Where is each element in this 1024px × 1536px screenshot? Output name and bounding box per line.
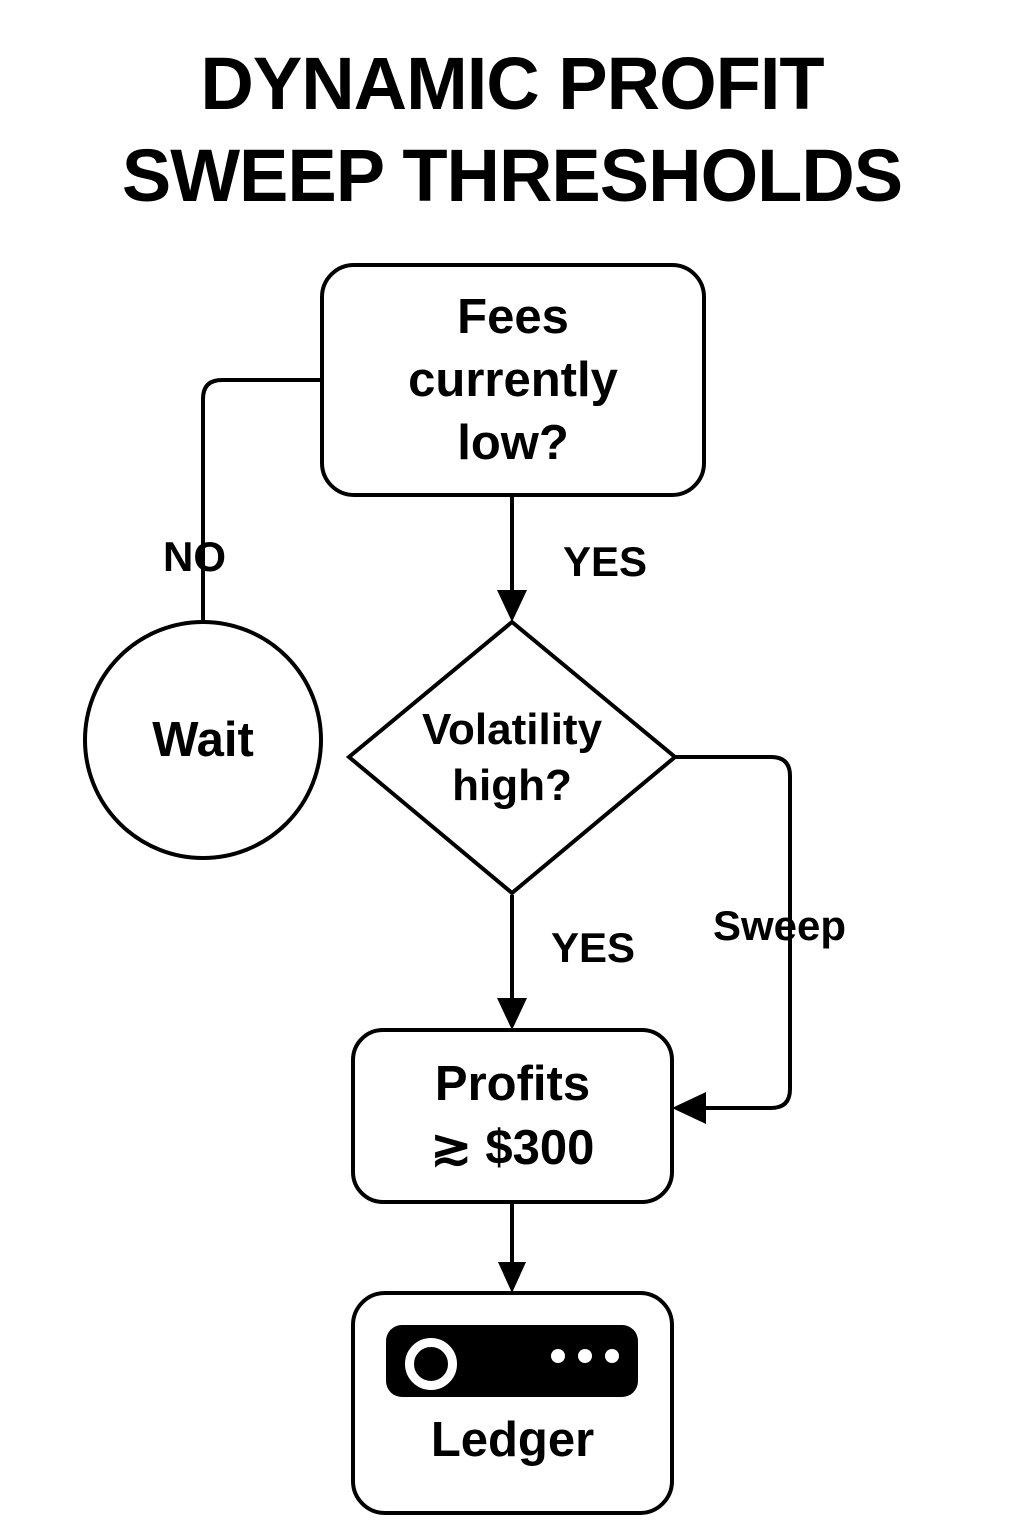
- ledger-icon-dot: [551, 1349, 565, 1363]
- edge-label-yes-volatility: YES: [551, 924, 636, 971]
- node-fees-shape[interactable]: [320, 263, 706, 497]
- edge-label-no: NO: [163, 533, 226, 580]
- ledger-icon-dot: [605, 1349, 619, 1363]
- ledger-device-icon: [386, 1325, 638, 1397]
- edge-label-sweep: Sweep: [713, 902, 847, 949]
- node-wait-shape[interactable]: [83, 620, 323, 860]
- edge-fees-to-wait: [201, 378, 322, 622]
- node-volatility-shape[interactable]: [345, 619, 679, 896]
- arrowhead-profits-to-ledger: [498, 1262, 526, 1293]
- node-profits-shape[interactable]: [351, 1028, 674, 1204]
- arrowhead-sweep-to-profits: [672, 1092, 706, 1124]
- ledger-icon-ring: [405, 1338, 457, 1390]
- ledger-icon-dot: [578, 1349, 592, 1363]
- arrowhead-fees-to-volatility: [497, 590, 527, 622]
- edge-volatility-sweep-to-profits: [675, 755, 792, 1110]
- ledger-icon-dots: [551, 1349, 619, 1363]
- arrowhead-volatility-to-profits: [497, 998, 527, 1030]
- page-title: DYNAMIC PROFIT SWEEP THRESHOLDS: [121, 42, 903, 217]
- edge-label-yes-fees: YES: [563, 538, 648, 585]
